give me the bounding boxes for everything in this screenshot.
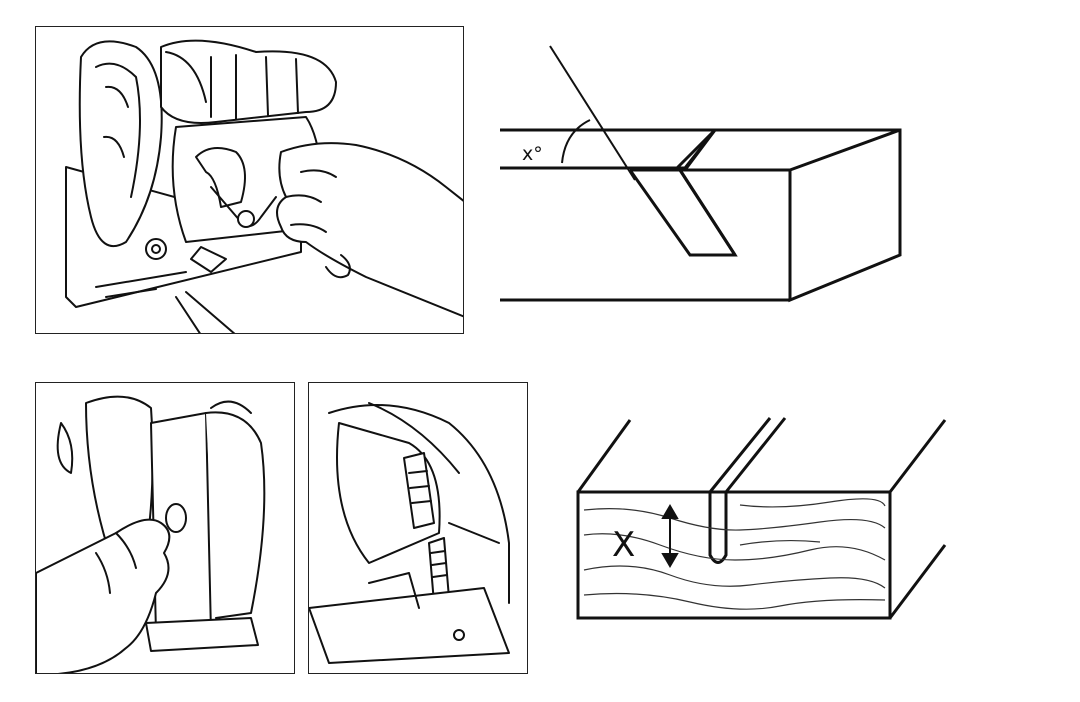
cut-depth-diagram: X [570, 410, 970, 640]
saw-bevel-drawing [65, 39, 463, 333]
bevel-cut-drawing: x° [500, 45, 902, 303]
bevel-angle-label: x° [522, 143, 543, 165]
bevel-adjust-illustration [35, 26, 464, 334]
saw-depth-knob-drawing [36, 395, 266, 673]
depth-label: X [612, 525, 635, 565]
cut-depth-drawing: X [576, 417, 947, 620]
depth-knob-illustration [35, 382, 295, 674]
depth-scale-illustration [308, 382, 528, 674]
depth-scale-drawing [309, 402, 510, 664]
bevel-angle-diagram: x° [490, 30, 910, 320]
